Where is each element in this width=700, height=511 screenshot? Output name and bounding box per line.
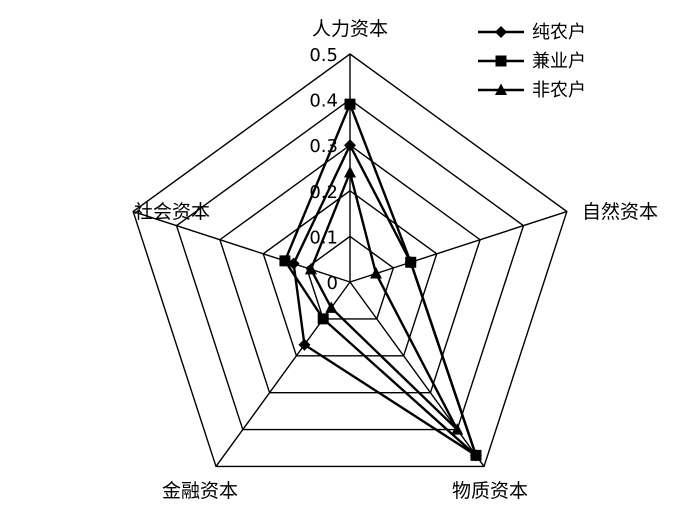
data-point-0-0 bbox=[344, 139, 356, 152]
data-point-1-4 bbox=[279, 255, 291, 267]
series-line-2 bbox=[309, 168, 459, 431]
tick-label-0: 0 bbox=[327, 273, 338, 294]
radar-spokes bbox=[132, 54, 568, 467]
radar-grid bbox=[132, 53, 568, 468]
series-1 bbox=[279, 98, 482, 461]
radar-tick-labels: 0 0.1 0.2 0.3 0.4 0.5 bbox=[309, 45, 338, 294]
series-2 bbox=[304, 166, 464, 435]
legend-item-0: 纯农户 bbox=[478, 22, 586, 43]
series-line-0 bbox=[292, 142, 479, 459]
tick-label-1: 0.1 bbox=[309, 227, 338, 248]
legend-marker-1 bbox=[495, 55, 507, 67]
data-point-2-4 bbox=[304, 262, 317, 275]
radar-series bbox=[279, 98, 482, 462]
grid-ring-2 bbox=[262, 189, 438, 357]
data-point-1-2 bbox=[470, 449, 482, 461]
legend-item-2: 非农户 bbox=[478, 80, 586, 101]
tick-label-3: 0.3 bbox=[309, 136, 338, 157]
data-point-2-1 bbox=[370, 267, 383, 279]
legend-marker-0 bbox=[495, 26, 507, 38]
data-point-2-3 bbox=[325, 301, 338, 313]
axis-label-4: 社会资本 bbox=[134, 201, 210, 223]
legend-marker-2 bbox=[495, 83, 507, 95]
series-line-1 bbox=[283, 100, 479, 460]
axis-label-1: 自然资本 bbox=[582, 201, 658, 223]
data-point-1-3 bbox=[317, 313, 329, 325]
grid-ring-3 bbox=[219, 144, 481, 394]
legend-label-0: 纯农户 bbox=[532, 22, 586, 43]
axis-label-0: 人力资本 bbox=[312, 18, 388, 40]
tick-label-5: 0.5 bbox=[309, 45, 338, 66]
axis-label-3: 金融资本 bbox=[162, 480, 238, 502]
axis-label-2: 物质资本 bbox=[452, 480, 528, 502]
tick-label-2: 0.2 bbox=[309, 182, 338, 203]
data-point-1-1 bbox=[405, 256, 417, 268]
data-point-1-0 bbox=[344, 98, 356, 110]
data-point-2-2 bbox=[451, 423, 464, 435]
legend-item-1: 兼业户 bbox=[478, 51, 586, 72]
legend-label-2: 非农户 bbox=[532, 80, 586, 101]
data-point-0-4 bbox=[287, 257, 300, 270]
tick-label-4: 0.4 bbox=[309, 91, 338, 112]
spoke-1 bbox=[349, 210, 568, 283]
legend-label-1: 兼业户 bbox=[532, 51, 586, 72]
spoke-2 bbox=[349, 281, 485, 467]
data-point-2-0 bbox=[344, 166, 356, 178]
grid-ring-5 bbox=[132, 53, 568, 468]
grid-ring-4 bbox=[175, 98, 525, 431]
data-point-0-3 bbox=[298, 338, 311, 351]
